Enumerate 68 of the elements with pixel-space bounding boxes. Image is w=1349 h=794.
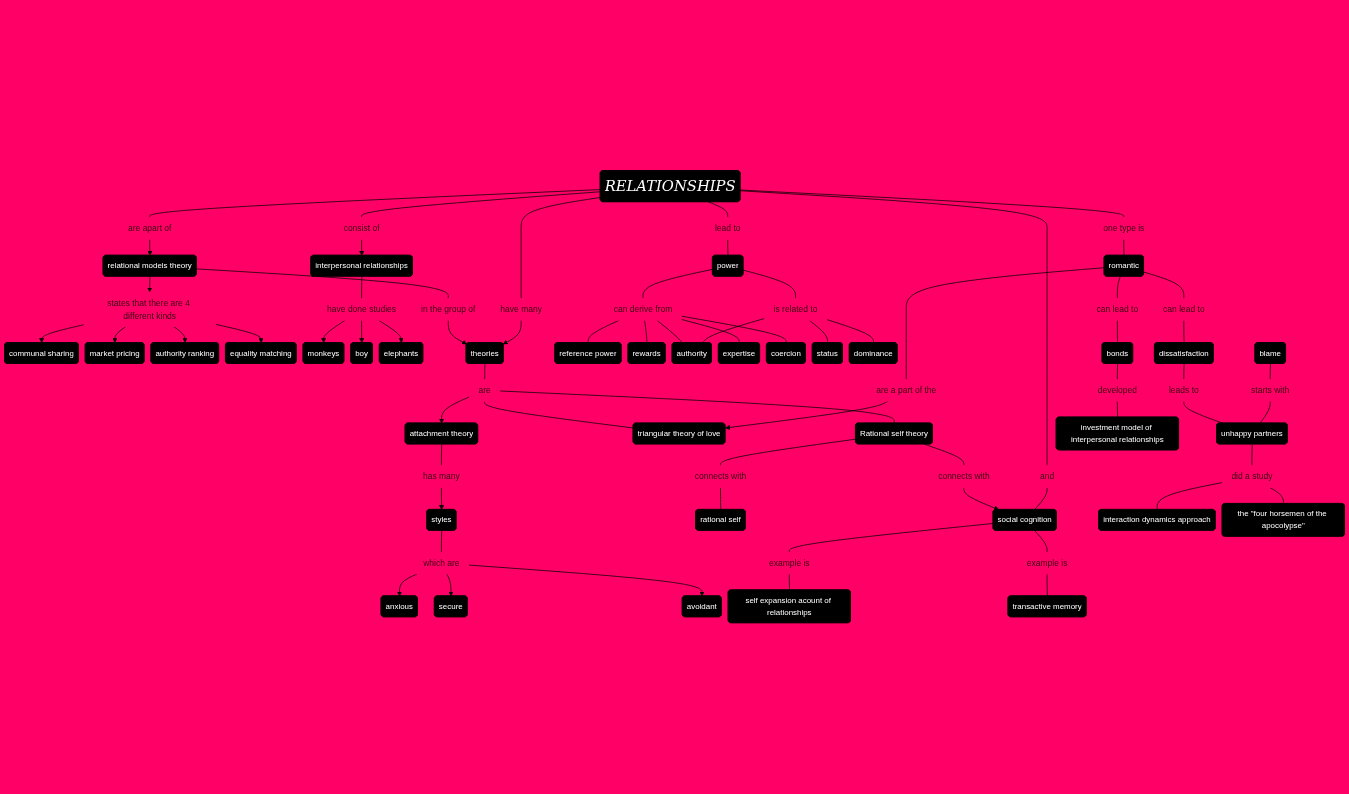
connector <box>1183 363 1185 381</box>
node-text: which are <box>423 558 460 568</box>
connector <box>905 267 1105 381</box>
connector <box>1034 487 1048 511</box>
connector <box>727 239 729 257</box>
connector <box>644 320 648 344</box>
node-text: consist of <box>343 223 380 234</box>
connector <box>1269 363 1271 381</box>
node-text: leads to <box>1168 385 1199 396</box>
connector <box>499 390 895 424</box>
connector <box>826 319 874 344</box>
connector <box>520 197 601 300</box>
connector <box>1034 530 1048 553</box>
connector <box>642 269 714 300</box>
connector <box>701 318 765 344</box>
connector <box>681 319 740 344</box>
connector <box>149 189 601 219</box>
connector <box>1143 272 1185 300</box>
connector <box>441 444 443 467</box>
node-text: are <box>478 385 491 396</box>
connector <box>1269 487 1284 505</box>
connector <box>1046 574 1048 597</box>
connector <box>1117 320 1118 344</box>
node-text: example is <box>768 558 810 568</box>
connector <box>1117 363 1118 381</box>
connector <box>1123 239 1125 257</box>
node-text: connects with <box>938 471 990 482</box>
node-text: are apart of <box>127 223 172 234</box>
connector <box>1156 482 1223 511</box>
connector <box>788 523 994 553</box>
node-text: states that there are 4 different kinds <box>107 298 190 321</box>
connector <box>788 574 790 591</box>
node-text: connects with <box>694 471 747 482</box>
node-text: is related to <box>773 304 818 315</box>
node-text: are a part of the <box>876 385 937 396</box>
node-text: have many <box>500 304 542 315</box>
node-text: developed <box>1097 385 1137 396</box>
connector <box>1259 401 1271 424</box>
connector <box>361 276 363 300</box>
node-text: and <box>1039 471 1055 482</box>
connector <box>720 487 722 511</box>
connector <box>1117 401 1118 419</box>
node-text: lead to <box>714 223 741 234</box>
connector <box>1251 444 1253 467</box>
connector <box>484 401 634 429</box>
node-text: did a study <box>1231 471 1273 482</box>
connector <box>1183 320 1185 344</box>
node-text: in the group of <box>421 304 476 315</box>
connector <box>361 191 601 219</box>
connector <box>484 363 486 381</box>
node-text: have done studies <box>327 304 397 315</box>
connector <box>740 190 1048 467</box>
connector <box>740 190 1125 219</box>
connector <box>743 270 796 300</box>
node-text: has many <box>422 471 460 482</box>
node-text: starts with <box>1251 385 1290 396</box>
connector <box>196 268 449 300</box>
node-text: one type is <box>1103 223 1145 234</box>
connector <box>720 439 857 467</box>
node-text: can lead to <box>1096 304 1139 315</box>
connector <box>808 320 828 344</box>
node-text: can derive from <box>613 304 673 315</box>
connector <box>681 316 787 344</box>
node-text: can lead to <box>1163 304 1205 315</box>
connector <box>1117 276 1121 300</box>
connector <box>441 530 443 553</box>
connector <box>656 320 683 344</box>
node-text: example is <box>1026 558 1068 568</box>
